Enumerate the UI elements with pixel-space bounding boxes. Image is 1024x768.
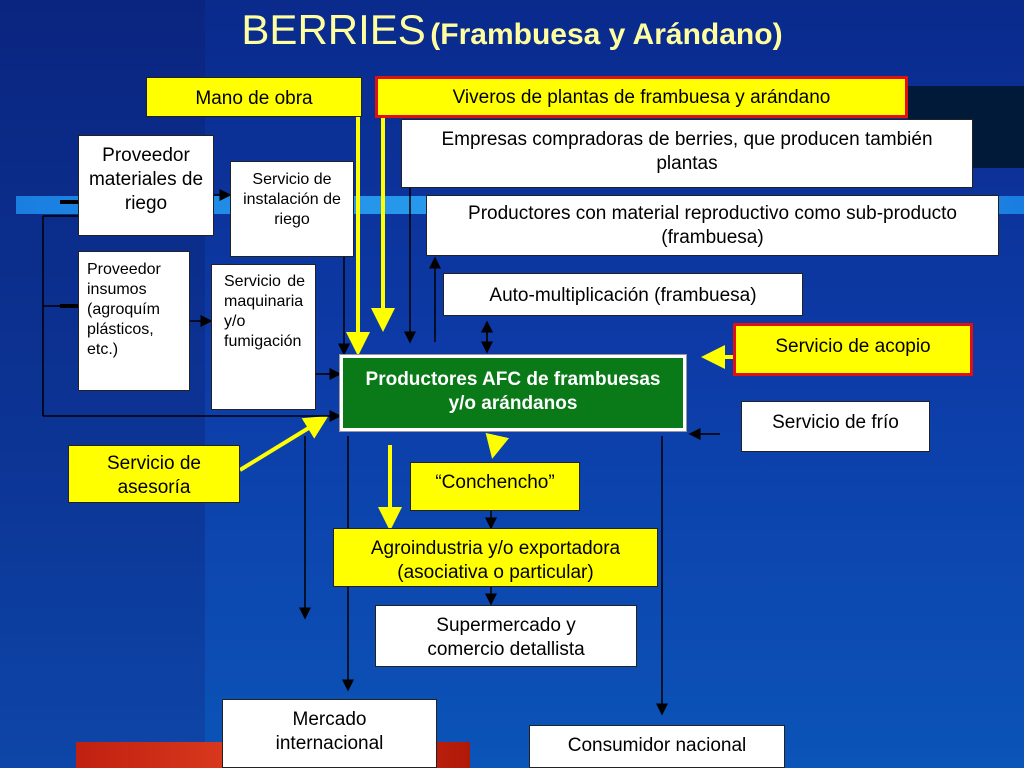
node-empresas-compradoras: Empresas compradoras de berries, que pro…	[401, 119, 973, 188]
node-servicio-asesoria: Servicio de asesoría	[68, 445, 240, 503]
node-auto-multiplicacion: Auto-multiplicación (frambuesa)	[443, 273, 803, 316]
arrow-asesoria	[238, 415, 329, 472]
node-agroindustria: Agroindustria y/o exportadora (asociativ…	[333, 528, 658, 587]
node-conchencho: “Conchencho”	[410, 462, 580, 511]
title-main: BERRIES	[241, 6, 426, 53]
node-productores-afc: Productores AFC de frambuesas y/o aránda…	[339, 354, 687, 432]
node-proveedor-insumos: Proveedor insumos (agroquím plásticos, e…	[78, 251, 190, 391]
node-productores-material-reproductivo: Productores con material reproductivo co…	[426, 195, 999, 256]
node-servicio-frio: Servicio de frío	[741, 401, 930, 452]
node-viveros: Viveros de plantas de frambuesa y aránda…	[375, 76, 908, 118]
node-consumidor-nacional: Consumidor nacional	[529, 725, 785, 768]
node-mano-de-obra: Mano de obra	[146, 77, 362, 117]
page-title: BERRIES (Frambuesa y Arándano)	[0, 6, 1024, 54]
arrow-afc-conchencho	[485, 432, 510, 459]
node-servicio-acopio: Servicio de acopio	[733, 323, 973, 376]
node-supermercado: Supermercado y comercio detallista	[375, 605, 637, 667]
node-servicio-instalacion-riego: Servicio de instalación de riego	[230, 161, 354, 257]
title-sub: (Frambuesa y Arándano)	[430, 18, 783, 51]
node-servicio-maquinaria: Servicio de maquinaria y/o fumigación	[211, 264, 316, 410]
node-proveedor-materiales-riego: Proveedor materiales de riego	[78, 135, 214, 236]
node-mercado-internacional: Mercado internacional	[222, 699, 437, 768]
